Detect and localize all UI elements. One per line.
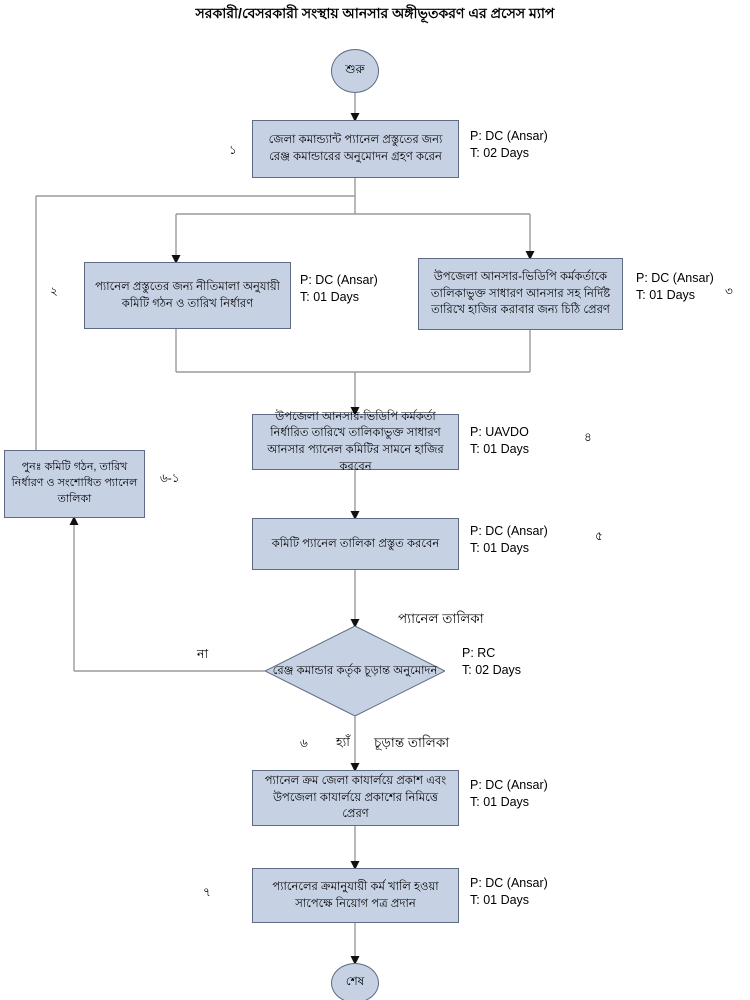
node-start-label: শুরু (345, 62, 365, 76)
step-number-6-1: ৬-১ (160, 471, 180, 485)
node-publish[interactable]: প্যানেল ক্রম জেলা কাযার্লয়ে প্রকাশ এবং … (252, 770, 459, 826)
note-step-7: P: DC (Ansar) T: 01 Days (470, 876, 548, 907)
note-publish: P: DC (Ansar) T: 01 Days (470, 778, 548, 809)
node-end-label: শেষ (345, 974, 365, 988)
label-yes: হ্যাঁ (336, 735, 350, 749)
node-start[interactable]: শুরু (331, 49, 379, 93)
node-step-6-1-label: পুনঃ কমিটি গঠন, তারিখ নির্ধারণ ও সংশোধিত… (11, 461, 138, 505)
node-step-5[interactable]: কমিটি প্যানেল তালিকা প্রস্তুত করবেন (252, 518, 459, 570)
node-step-2-label: প্যানেল প্রস্তুতের জন্য নীতিমালা অনুযায়… (95, 280, 280, 310)
node-publish-label: প্যানেল ক্রম জেলা কাযার্লয়ে প্রকাশ এবং … (264, 775, 447, 821)
node-step-7[interactable]: প্যানেলের ক্রমানুযায়ী কর্ম খালি হওয়া স… (252, 868, 459, 923)
node-step-4[interactable]: উপজেলা আনসার-ভিডিপি কর্মকর্তা নির্ধারিত … (252, 411, 459, 473)
node-step-1-label: জেলা কমান্ড্যান্ট প্যানেল প্রস্তুতের জন্… (268, 134, 443, 163)
note-decision-6: P: RC T: 02 Days (462, 646, 522, 677)
note-step-2: P: DC (Ansar) T: 01 Days (300, 273, 378, 304)
label-panel-talika: প্যানেল তালিকা (398, 611, 484, 626)
node-step-4-label: উপজেলা আনসার-ভিডিপি কর্মকর্তা নির্ধারিত … (267, 410, 444, 473)
page-title: সরকারী/বেসরকারী সংস্থায় আনসার অঙ্গীভূতক… (195, 5, 555, 21)
note-step-3: P: DC (Ansar) T: 01 Days (636, 271, 714, 302)
node-step-3-label: উপজেলা আনসার-ভিডিপি কর্মকর্তাকে তালিকাভু… (430, 270, 611, 317)
node-step-3[interactable]: উপজেলা আনসার-ভিডিপি কর্মকর্তাকে তালিকাভু… (418, 258, 623, 330)
step-number-7: ৭ (203, 885, 211, 899)
note-step-5: P: DC (Ansar) T: 01 Days (470, 524, 548, 555)
node-step-6-1[interactable]: পুনঃ কমিটি গঠন, তারিখ নির্ধারণ ও সংশোধিত… (4, 450, 145, 518)
node-step-2[interactable]: প্যানেল প্রস্তুতের জন্য নীতিমালা অনুযায়… (84, 262, 291, 329)
note-step-1: P: DC (Ansar) T: 02 Days (470, 129, 548, 160)
step-number-2: ২ (50, 284, 58, 298)
step-number-1: ১ (229, 143, 237, 157)
step-number-4: ৪ (584, 430, 592, 444)
node-step-7-label: প্যানেলের ক্রমানুযায়ী কর্ম খালি হওয়া স… (272, 880, 439, 910)
node-step-1[interactable]: জেলা কমান্ড্যান্ট প্যানেল প্রস্তুতের জন্… (252, 120, 459, 178)
node-end[interactable]: শেষ (331, 963, 379, 1000)
step-number-3: ৩ (725, 284, 733, 298)
note-step-4: P: UAVDO T: 01 Days (470, 425, 530, 456)
label-churanto-talika: চূড়ান্ত তালিকা (374, 735, 450, 750)
decision-shape (265, 626, 445, 716)
node-decision-6[interactable]: রেঞ্জ কমান্ডার কর্তৃক চূড়ান্ত অনুমোদন (265, 626, 445, 716)
node-step-5-label: কমিটি প্যানেল তালিকা প্রস্তুত করবেন (271, 537, 440, 550)
label-no: না (197, 647, 209, 661)
step-number-5: ৫ (595, 529, 603, 543)
step-number-6: ৬ (300, 736, 308, 750)
